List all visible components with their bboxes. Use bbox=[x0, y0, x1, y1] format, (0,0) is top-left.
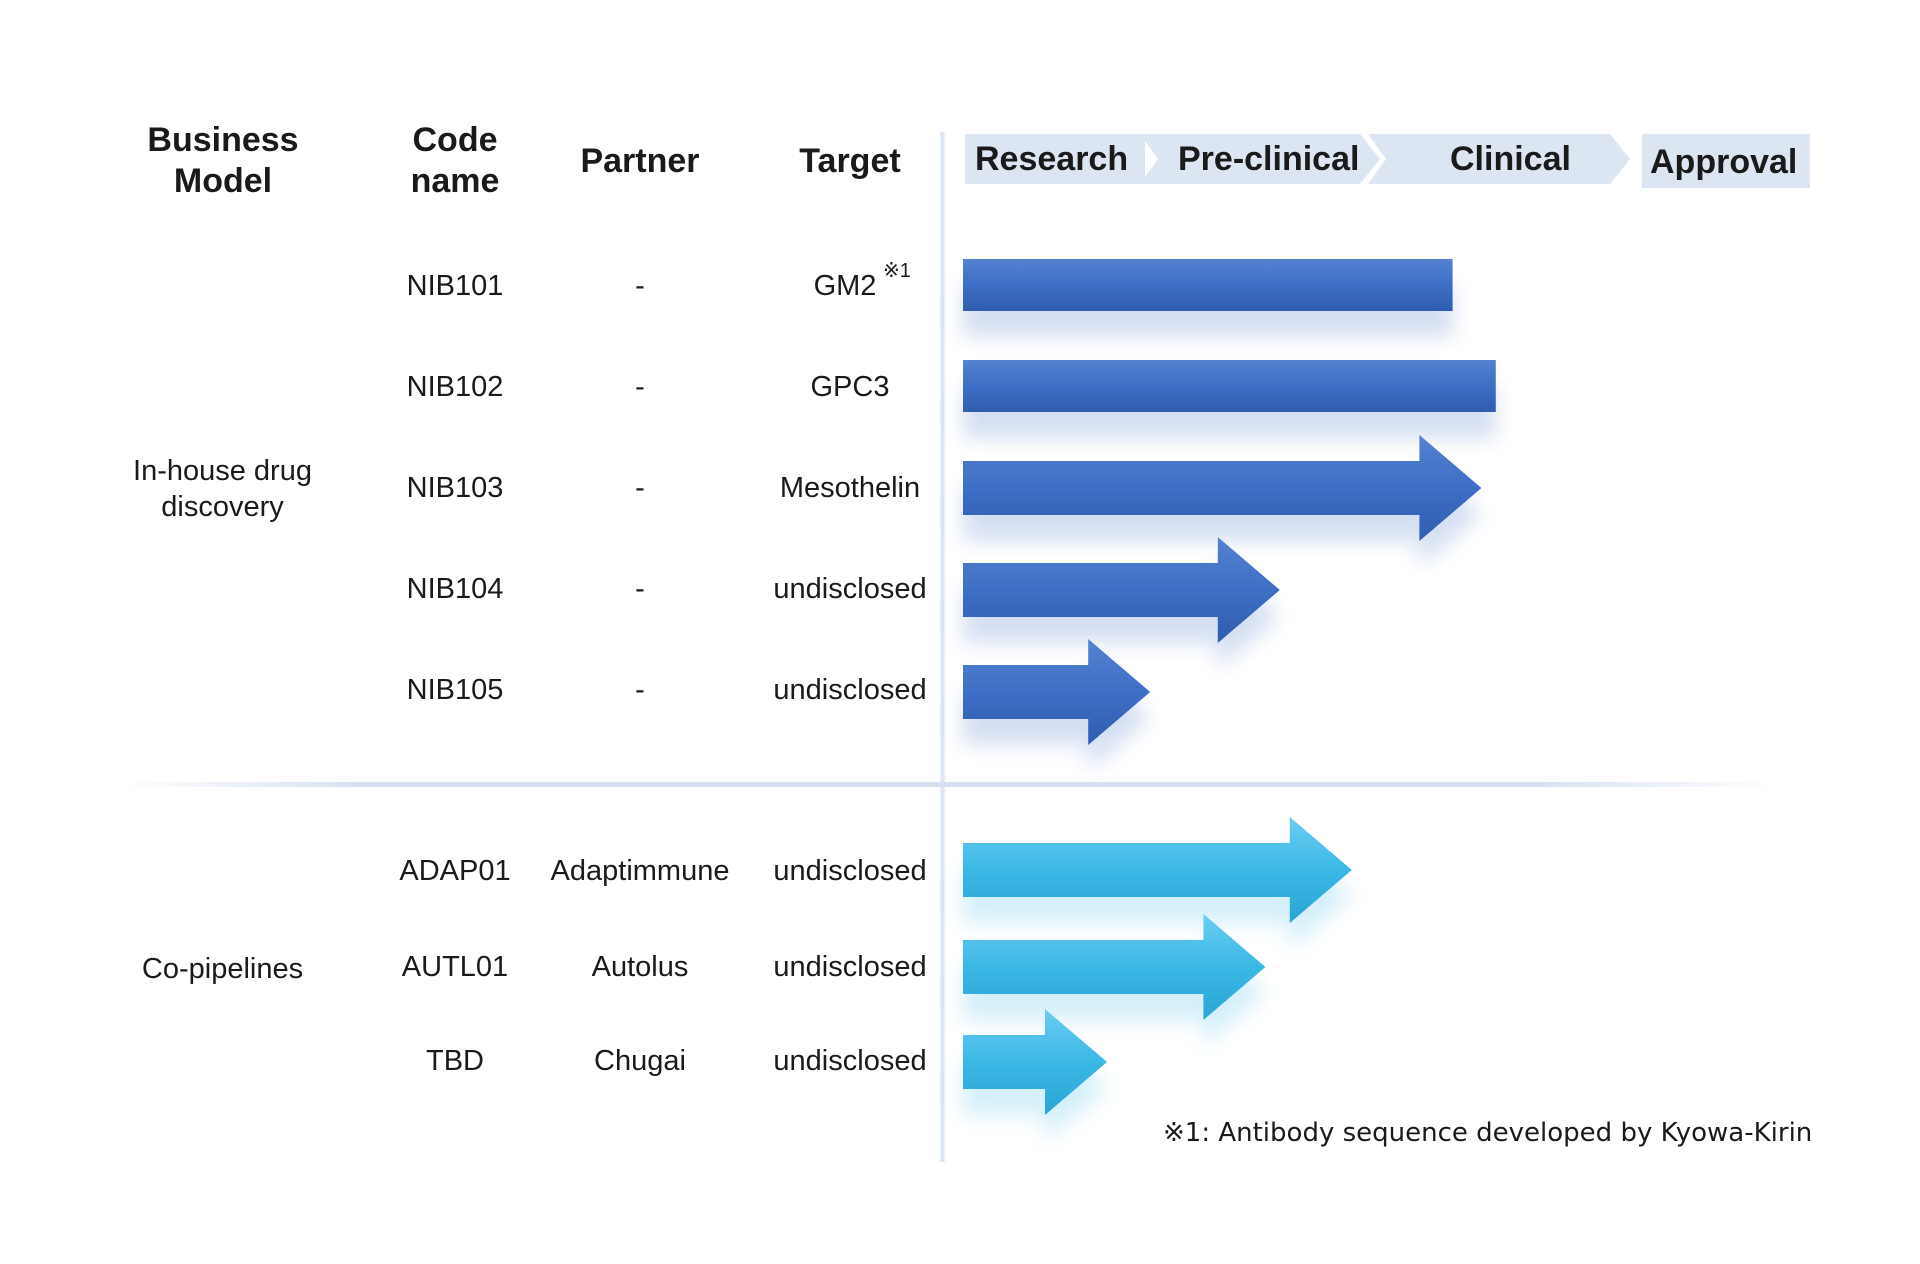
footnote: ※1: Antibody sequence developed by Kyowa… bbox=[1163, 1118, 1813, 1148]
row-partner: Chugai bbox=[594, 1045, 686, 1077]
row-partner: - bbox=[635, 270, 645, 302]
row-code: TBD bbox=[426, 1045, 484, 1077]
stage-preclinical-shape bbox=[1140, 134, 1380, 184]
row-partner: - bbox=[635, 674, 645, 706]
row-partner: - bbox=[635, 371, 645, 403]
stage-arrows-banner bbox=[1140, 134, 1630, 184]
row-target: undisclosed bbox=[773, 951, 927, 983]
row-target: undisclosed bbox=[773, 573, 927, 605]
row-partner: Autolus bbox=[591, 951, 689, 983]
row-partner: - bbox=[635, 573, 645, 605]
progress-bar-nib101 bbox=[963, 259, 1453, 311]
progress-arrow-nib105 bbox=[963, 639, 1151, 745]
row-code: NIB102 bbox=[406, 371, 504, 403]
progress-arrow-adap01 bbox=[963, 817, 1352, 923]
group-label-copipelines: Co-pipelines bbox=[141, 953, 304, 985]
row-code: AUTL01 bbox=[401, 951, 509, 983]
row-target: undisclosed bbox=[773, 674, 927, 706]
progress-arrow-tbd bbox=[963, 1009, 1107, 1115]
header-business-model: Business Model bbox=[147, 121, 299, 200]
row-code: NIB101 bbox=[406, 270, 504, 302]
stage-preclinical: Pre-clinical bbox=[1178, 140, 1360, 178]
row-target: Mesothelin bbox=[779, 472, 921, 504]
stage-clinical-shape bbox=[1368, 134, 1630, 184]
row-target: undisclosed bbox=[773, 1045, 927, 1077]
header-target: Target bbox=[799, 142, 901, 180]
progress-arrow-nib103 bbox=[963, 435, 1482, 541]
progress-arrow-nib104 bbox=[963, 537, 1280, 643]
header-code-name: Code name bbox=[410, 121, 500, 200]
stage-clinical: Clinical bbox=[1450, 140, 1571, 178]
row-partner: - bbox=[635, 472, 645, 504]
progress-bar-nib102 bbox=[963, 360, 1496, 412]
horizontal-divider bbox=[118, 782, 1778, 787]
target-footnote-marker: ※1 bbox=[883, 260, 911, 282]
group-label-inhouse: In-house drug discovery bbox=[133, 455, 312, 523]
stage-research: Research bbox=[965, 134, 1145, 184]
row-target: GPC3 bbox=[810, 371, 890, 403]
row-target: GM2 bbox=[813, 270, 877, 302]
vertical-divider bbox=[939, 132, 946, 1162]
header-partner: Partner bbox=[580, 142, 700, 180]
stage-approval: Approval bbox=[1642, 134, 1810, 188]
row-target: undisclosed bbox=[773, 855, 927, 887]
row-code: NIB105 bbox=[406, 674, 504, 706]
row-partner: Adaptimmune bbox=[550, 855, 730, 887]
row-code: NIB104 bbox=[406, 573, 504, 605]
row-code: ADAP01 bbox=[399, 855, 511, 887]
progress-arrow-autl01 bbox=[963, 914, 1266, 1020]
row-code: NIB103 bbox=[406, 472, 504, 504]
